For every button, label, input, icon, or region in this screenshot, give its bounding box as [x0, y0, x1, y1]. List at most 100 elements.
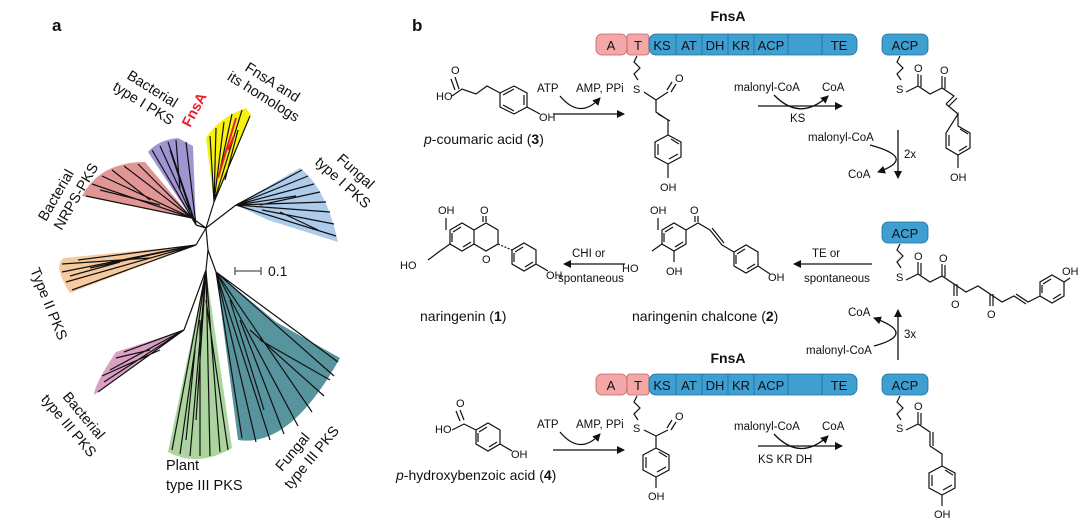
reaction-arrow-3x: CoA malonyl-CoA 3x	[806, 307, 916, 360]
svg-text:HO: HO	[435, 424, 452, 436]
fnsa-domain-bar-top: FnsA A T KS AT DH KR ACP TE	[595, 8, 858, 56]
svg-text:malonyl-CoA: malonyl-CoA	[734, 421, 800, 433]
svg-text:p-hydroxybenzoic acid (4): p-hydroxybenzoic acid (4)	[395, 467, 556, 483]
domain-label-at-bottom: AT	[681, 378, 697, 393]
structure-coumaroyl-t: S O OH	[633, 55, 684, 194]
svg-text:p-coumaric acid (3): p-coumaric acid (3)	[423, 131, 544, 147]
svg-text:KS: KS	[790, 113, 806, 125]
domain-label-ks-bottom: KS	[653, 378, 671, 393]
domain-label-dh-top: DH	[706, 38, 725, 53]
domain-label-ks-top: KS	[653, 38, 671, 53]
structure-naringenin-chalcone: OH O HO OH OH	[622, 205, 785, 284]
domain-label-dh-bottom: DH	[706, 378, 725, 393]
phylogenetic-tree: 0.1 Bacterial type I PKS FnsA FnsA and i…	[26, 60, 377, 494]
svg-text:KS KR DH: KS KR DH	[758, 454, 812, 466]
svg-text:HO: HO	[400, 260, 417, 272]
domain-label-te-top: TE	[831, 38, 848, 53]
domain-label-acp-top: ACP	[758, 38, 785, 53]
svg-text:OH: OH	[768, 272, 785, 284]
domain-label-t-top: T	[634, 38, 642, 53]
acp-block-2: ACP	[881, 221, 929, 244]
fnsa-title-top: FnsA	[711, 8, 746, 24]
svg-text:CoA: CoA	[822, 421, 845, 433]
reaction-arrow-adenylation-2: ATP AMP, PPi	[537, 419, 625, 454]
structure-hydroxybenzoyl-t: S O OH	[633, 395, 684, 503]
svg-text:naringenin chalcone (2): naringenin chalcone (2)	[632, 308, 778, 324]
svg-text:AMP, PPi: AMP, PPi	[576, 419, 624, 431]
svg-text:OH: OH	[1062, 266, 1079, 278]
svg-text:O: O	[939, 253, 948, 265]
svg-text:S: S	[896, 84, 903, 96]
svg-text:S: S	[633, 423, 640, 435]
fnsa-title-bottom: FnsA	[711, 350, 746, 366]
svg-text:CoA: CoA	[848, 169, 871, 181]
acp-block-1: ACP	[881, 33, 929, 56]
svg-text:O: O	[690, 205, 699, 217]
panel-b-label: b	[412, 16, 422, 35]
reaction-arrow-adenylation-1: ATP AMP, PPi	[537, 83, 625, 118]
domain-bar-blue-top	[648, 33, 858, 56]
structure-diketide-acp: S O O OH	[896, 55, 971, 184]
reaction-arrow-ks-1: malonyl-CoA CoA KS	[734, 82, 845, 125]
svg-text:OH: OH	[950, 172, 967, 184]
domain-label-t-bottom: T	[634, 378, 642, 393]
svg-text:OH: OH	[666, 266, 683, 278]
structure-p-hydroxybenzoic-acid: O HO OH	[435, 398, 528, 461]
clade-wedge-fungal-type-i	[236, 168, 338, 242]
svg-text:CoA: CoA	[848, 307, 871, 319]
label-naringenin: naringenin (1)	[420, 308, 506, 324]
fnsa-clade-highlight-label: FnsA	[179, 90, 210, 130]
domain-label-kr-bottom: KR	[732, 378, 750, 393]
domain-label-a-bottom: A	[607, 378, 616, 393]
svg-text:S: S	[633, 84, 640, 96]
svg-text:OH: OH	[539, 112, 556, 124]
reaction-arrow-ks-kr-dh: malonyl-CoA CoA KS KR DH	[734, 421, 845, 466]
structure-tetraketide-acp: S O O O O OH	[896, 243, 1079, 321]
svg-text:spontaneous: spontaneous	[804, 273, 870, 285]
svg-text:ATP: ATP	[537, 83, 559, 95]
reaction-arrow-te: TE or spontaneous	[793, 248, 872, 285]
svg-text:OH: OH	[511, 449, 528, 461]
svg-text:malonyl-CoA: malonyl-CoA	[808, 132, 874, 144]
svg-text:S: S	[896, 272, 903, 284]
clade-label-bacterial-type-iii: Bacterial type III PKS	[37, 380, 112, 461]
svg-text:O: O	[451, 65, 460, 77]
scale-label: 0.1	[268, 263, 288, 279]
svg-text:O: O	[914, 401, 923, 413]
svg-text:OH: OH	[650, 205, 667, 217]
scale-bar: 0.1	[234, 263, 288, 279]
svg-text:CHI or: CHI or	[572, 248, 605, 260]
label-naringenin-chalcone: naringenin chalcone (2)	[632, 308, 778, 324]
svg-text:O: O	[675, 73, 684, 85]
svg-text:3x: 3x	[904, 329, 916, 341]
clade-label-plant-type-iii: Plant type III PKS	[166, 458, 243, 494]
svg-text:O: O	[675, 411, 684, 423]
clade-wedge-bacterial-type-i	[148, 138, 196, 225]
svg-text:ATP: ATP	[537, 419, 559, 431]
domain-label-at-top: AT	[681, 38, 697, 53]
svg-text:ACP: ACP	[892, 378, 919, 393]
svg-text:AMP, PPi: AMP, PPi	[576, 83, 624, 95]
label-p-coumaric-acid: p-coumaric acid (3)	[423, 131, 544, 147]
svg-text:ACP: ACP	[892, 226, 919, 241]
clade-label-bacterial-type-i: Bacterial type I PKS	[110, 65, 186, 129]
svg-text:S: S	[896, 423, 903, 435]
domain-label-te-bottom: TE	[831, 378, 848, 393]
svg-text:malonyl-CoA: malonyl-CoA	[734, 82, 800, 94]
svg-text:O: O	[480, 205, 489, 217]
reaction-arrow-2x: malonyl-CoA CoA 2x	[808, 130, 916, 181]
svg-text:malonyl-CoA: malonyl-CoA	[806, 345, 872, 357]
svg-text:O: O	[482, 254, 491, 266]
svg-text:CoA: CoA	[822, 82, 845, 94]
svg-text:O: O	[914, 63, 923, 75]
domain-label-a-top: A	[607, 38, 616, 53]
svg-text:O: O	[940, 65, 949, 77]
domain-label-acp-bottom: ACP	[758, 378, 785, 393]
svg-text:naringenin (1): naringenin (1)	[420, 308, 506, 324]
svg-text:O: O	[914, 251, 923, 263]
structure-enoyl-acp: S O OH	[896, 395, 956, 521]
svg-text:OH: OH	[648, 491, 665, 503]
fnsa-domain-bar-bottom: FnsA A T KS AT DH KR ACP TE	[595, 350, 858, 396]
svg-text:ACP: ACP	[892, 38, 919, 53]
